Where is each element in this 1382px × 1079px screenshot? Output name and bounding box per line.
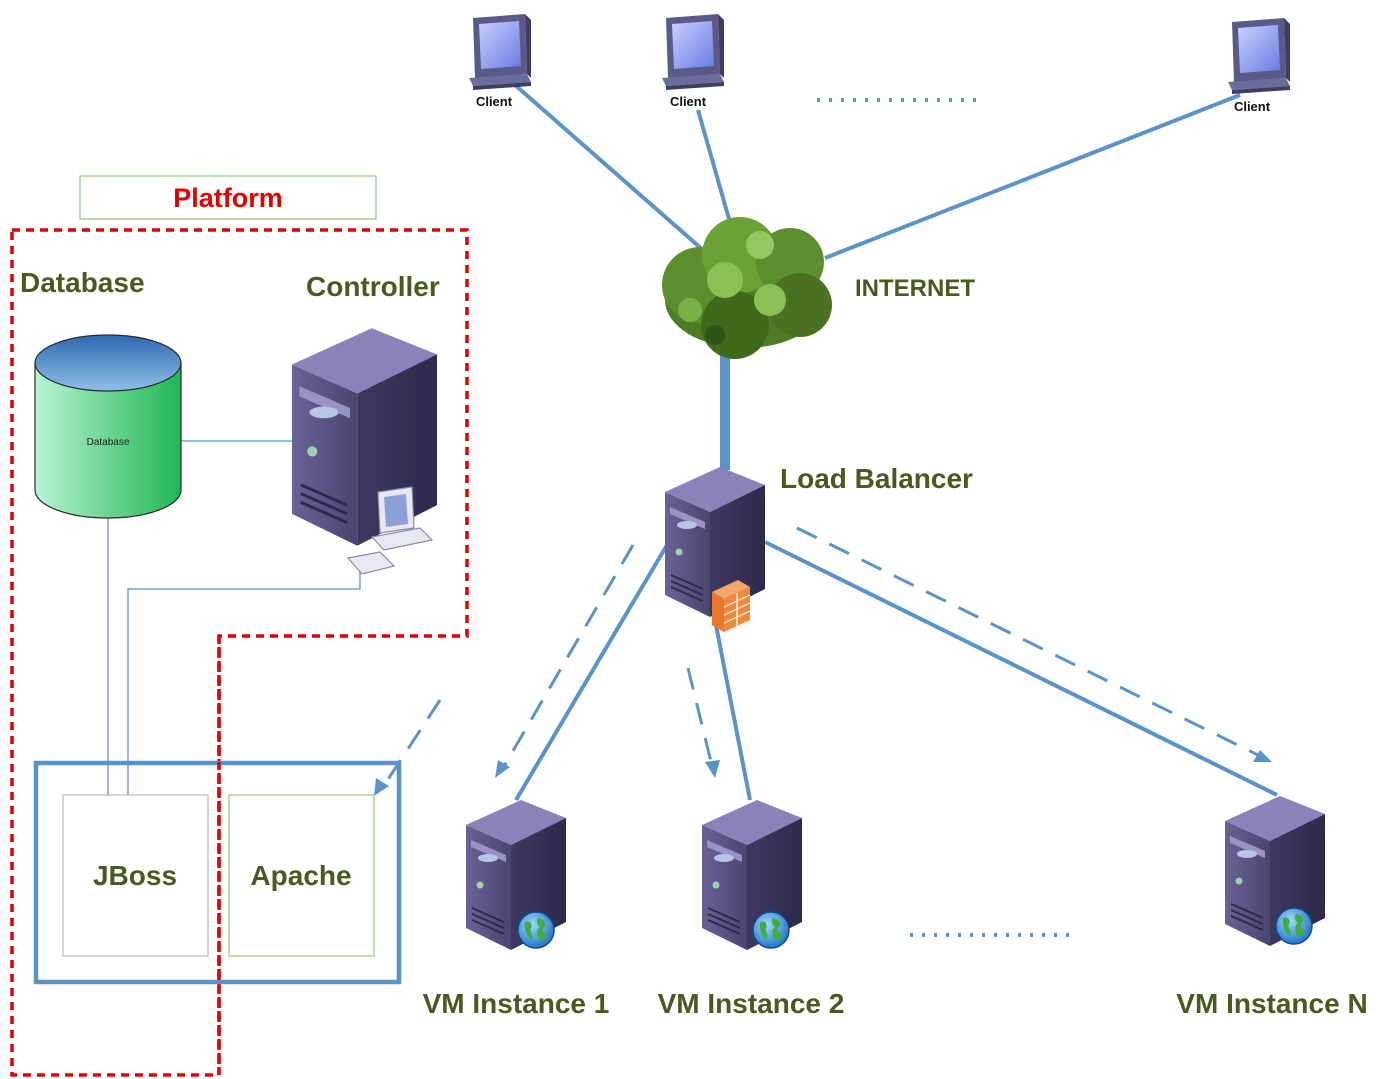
database-icon: Database [34,334,182,519]
load-balancer-label: Load Balancer [780,463,973,494]
firewall-icon [712,580,751,632]
controller-label: Controller [306,271,440,302]
platform-title-box [79,175,377,220]
jboss-label: JBoss [93,860,177,891]
arrowhead-vm2 [705,760,720,778]
client-1-label: Client [476,94,513,109]
client-2-icon [662,14,724,90]
client-2-link [696,109,737,241]
arrowhead-apache [374,778,389,796]
platform-group: Platform Database Controller Database JB… [10,175,469,1077]
internet-cloud-icon [662,217,832,359]
database-label: Database [20,267,145,298]
client-n-icon [1228,18,1290,94]
arrowhead-vm1 [495,760,510,778]
client-n-link [824,93,1241,260]
dashed-arrow-apache [381,699,442,788]
vm-instance-2-globe-icon [752,911,790,949]
vm-instance-2-label: VM Instance 2 [658,988,845,1019]
client-n-label: Client [1234,99,1271,114]
client-1-icon [469,14,531,90]
vm-instance-1: VM Instance 1 [423,800,610,1019]
vm-instance-2: VM Instance 2 [658,800,845,1019]
apache-label: Apache [250,860,351,891]
client-1-link [513,83,705,252]
connections [107,83,1278,802]
vm-instance-1-globe-icon [517,911,555,949]
jboss-box [62,794,209,957]
client-1: Client [469,14,531,109]
lb-vm2-link [713,619,752,801]
client-n: Client [1228,18,1290,114]
dashed-arrow-vmn [796,526,1263,759]
controller-server-icon [292,328,437,575]
controller-jboss-link [127,565,361,795]
client-2-label: Client [670,94,707,109]
dashed-arrow-vm2 [686,667,715,771]
controller-workstation-icon [346,486,434,575]
client-2: Client [662,14,724,109]
vm-instance-n-label: VM Instance N [1176,988,1367,1019]
internet-label: INTERNET [855,275,975,302]
arrowhead-vmn [1253,750,1272,762]
dashed-arrow-vm1 [501,544,635,769]
lb-vm1-link [514,543,669,802]
vm-instance-1-label: VM Instance 1 [423,988,610,1019]
apache-box [228,794,375,957]
load-balancer-server-icon [665,467,765,632]
platform-title: Platform [173,183,283,213]
vm-instance-n: VM Instance N [1176,796,1368,1019]
lb-vmn-link [764,540,1278,797]
database-inner-label: Database [87,437,130,448]
vm-instance-n-globe-icon [1275,907,1313,945]
